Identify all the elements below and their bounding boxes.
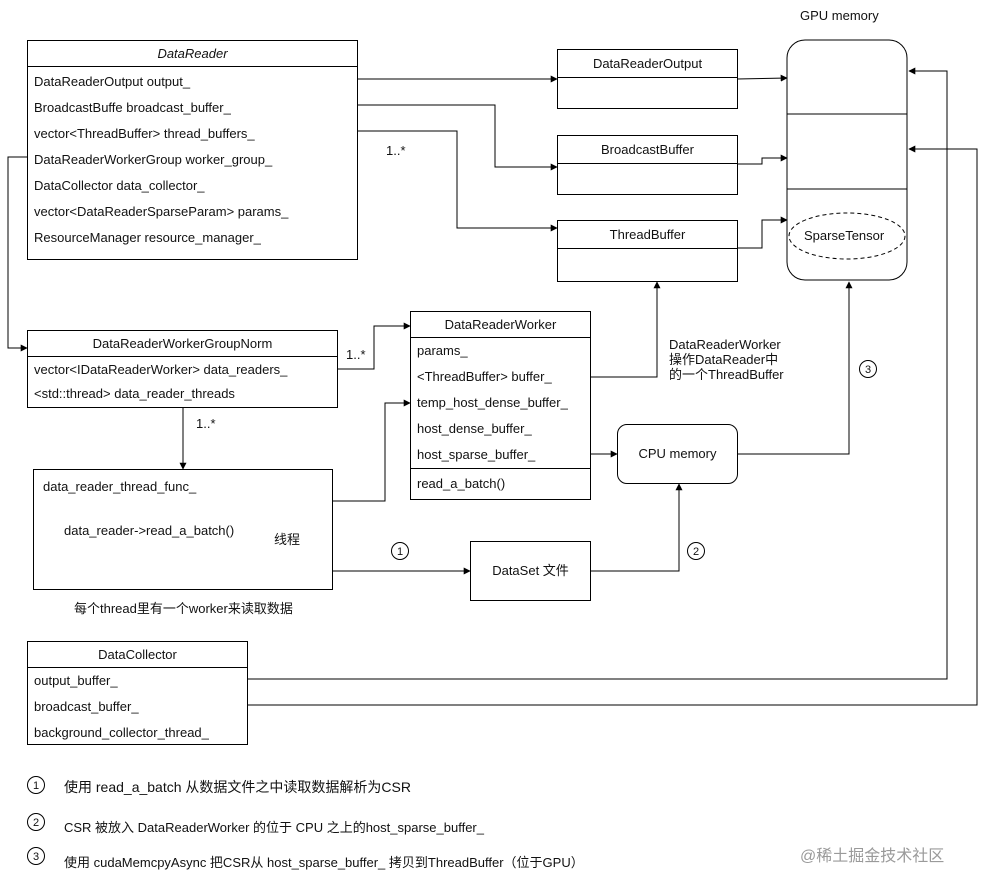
dataset-file-box: DataSet 文件 <box>470 541 591 601</box>
broadcast-buffer-class: BroadcastBuffer <box>557 135 738 195</box>
worker-field: host_dense_buffer_ <box>417 421 532 436</box>
sparse-tensor-label: SparseTensor <box>804 228 885 243</box>
multiplicity-workers: 1..* <box>346 347 366 362</box>
data-collector-field: background_collector_thread_ <box>34 725 209 740</box>
cpu-memory-box: CPU memory <box>617 424 738 484</box>
worker-method: read_a_batch() <box>411 468 590 499</box>
thread-func-box <box>33 469 333 590</box>
gpu-memory-label: GPU memory <box>800 8 879 23</box>
data-reader-field: BroadcastBuffe broadcast_buffer_ <box>34 100 231 115</box>
data-reader-output-title: DataReaderOutput <box>558 50 737 78</box>
data-reader-field: DataCollector data_collector_ <box>34 178 205 193</box>
thread-buffer-title: ThreadBuffer <box>558 221 737 249</box>
thread-func-caption: 每个thread里有一个worker来读取数据 <box>74 601 293 616</box>
data-reader-worker-title: DataReaderWorker <box>411 312 590 338</box>
step-3-marker: 3 <box>859 360 877 378</box>
worker-group-title: DataReaderWorkerGroupNorm <box>28 331 337 357</box>
legend-text: 使用 cudaMemcpyAsync 把CSR从 host_sparse_buf… <box>64 855 584 870</box>
legend-text: 使用 read_a_batch 从数据文件之中读取数据解析为CSR <box>64 779 411 795</box>
step-1-marker: 1 <box>391 542 409 560</box>
legend-num: 1 <box>27 776 45 794</box>
worker-annotation: DataReaderWorker 操作DataReader中 的一个Thread… <box>669 337 784 382</box>
worker-field: host_sparse_buffer_ <box>417 447 536 462</box>
worker-field: temp_host_dense_buffer_ <box>417 395 568 410</box>
data-reader-field: vector<ThreadBuffer> thread_buffers_ <box>34 126 255 141</box>
legend-num: 2 <box>27 813 45 831</box>
data-collector-field: output_buffer_ <box>34 673 118 688</box>
data-reader-field: DataReaderOutput output_ <box>34 74 191 89</box>
thread-func-title: data_reader_thread_func_ <box>43 479 197 494</box>
worker-field: <ThreadBuffer> buffer_ <box>417 369 552 384</box>
thread-label: 线程 <box>274 532 301 547</box>
watermark: @稀土掘金技术社区 <box>800 848 945 865</box>
data-collector-title: DataCollector <box>28 642 247 668</box>
legend-num: 3 <box>27 847 45 865</box>
gpu-memory-container <box>786 39 908 281</box>
worker-group-field: vector<IDataReaderWorker> data_readers_ <box>34 362 288 377</box>
worker-group-field: <std::thread> data_reader_threads <box>34 386 235 401</box>
thread-buffer-class: ThreadBuffer <box>557 220 738 282</box>
read-a-batch-call: data_reader->read_a_batch() <box>64 523 235 538</box>
data-reader-title: DataReader <box>28 41 357 67</box>
data-collector-class: DataCollector output_buffer_ broadcast_b… <box>27 641 248 745</box>
worker-field: params_ <box>417 343 468 358</box>
worker-group-class: DataReaderWorkerGroupNorm vector<IDataRe… <box>27 330 338 408</box>
broadcast-buffer-title: BroadcastBuffer <box>558 136 737 164</box>
data-reader-worker-class: DataReaderWorker params_ <ThreadBuffer> … <box>410 311 591 500</box>
data-reader-field: ResourceManager resource_manager_ <box>34 230 261 245</box>
data-reader-field: DataReaderWorkerGroup worker_group_ <box>34 152 273 167</box>
data-reader-class: DataReader DataReaderOutput output_ Broa… <box>27 40 358 260</box>
data-reader-field: vector<DataReaderSparseParam> params_ <box>34 204 289 219</box>
data-collector-field: broadcast_buffer_ <box>34 699 139 714</box>
sparse-tensor-ellipse <box>788 212 906 260</box>
legend-text: CSR 被放入 DataReaderWorker 的位于 CPU 之上的host… <box>64 820 484 835</box>
multiplicity-thread-buffers: 1..* <box>386 143 406 158</box>
data-reader-output-class: DataReaderOutput <box>557 49 738 109</box>
multiplicity-threads: 1..* <box>196 416 216 431</box>
step-2-marker: 2 <box>687 542 705 560</box>
